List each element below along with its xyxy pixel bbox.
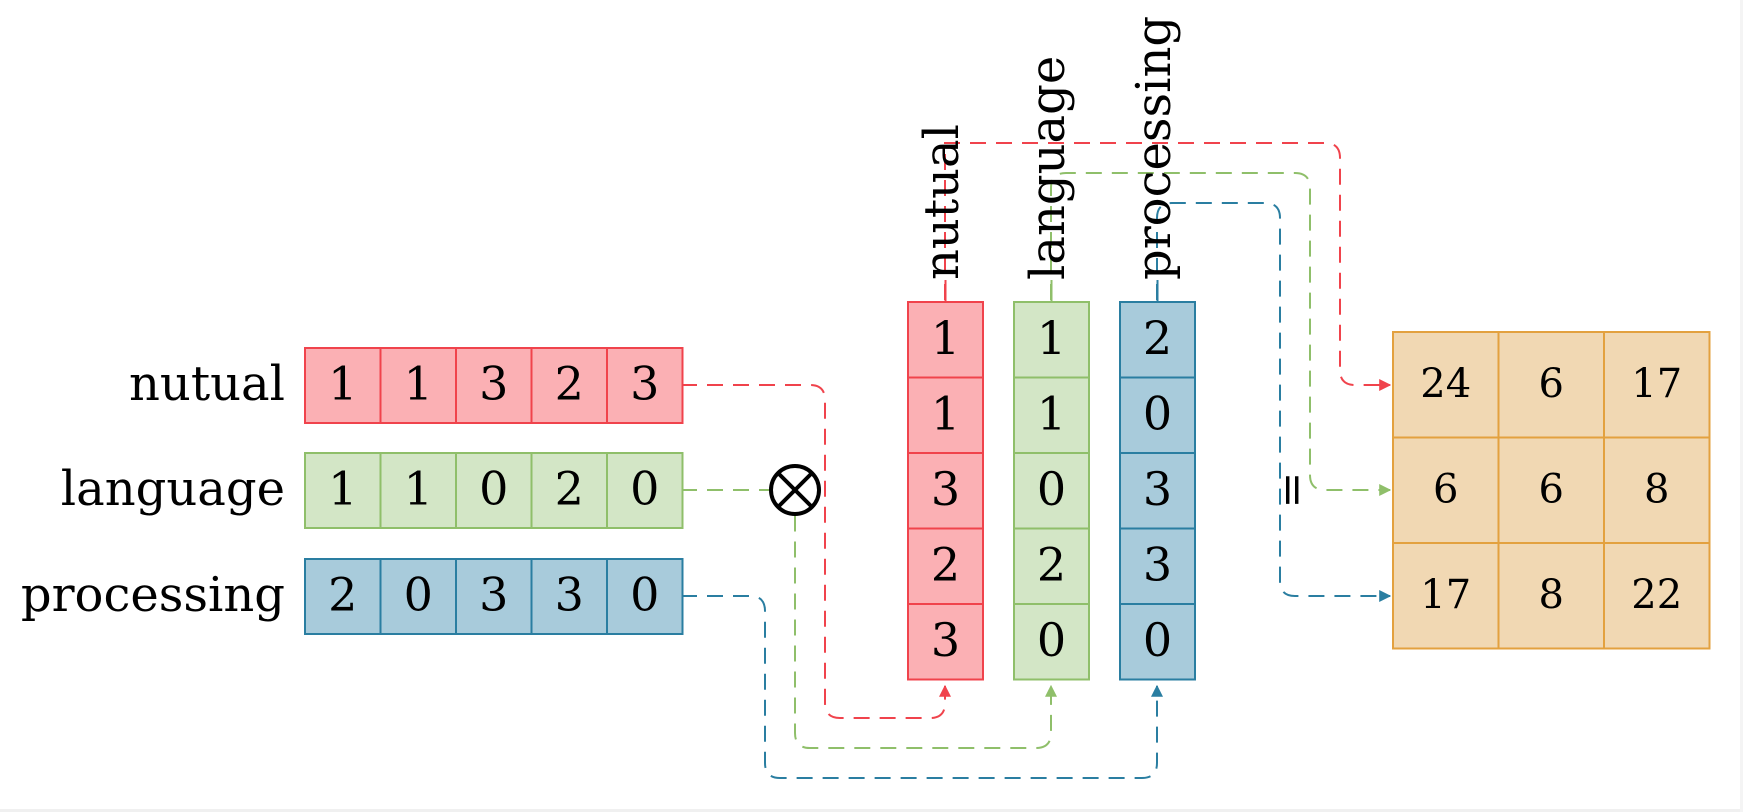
row-cell-value: 3: [555, 568, 584, 622]
column-cell: [1119, 603, 1196, 681]
row-cell: [455, 558, 533, 635]
column-cell-value: 3: [931, 462, 960, 516]
connector-column-nutual-to-result: [944, 142, 1392, 391]
column-cell: [907, 301, 984, 379]
column-cell-value: 3: [1143, 537, 1172, 591]
column-cell: [1119, 301, 1196, 379]
column-cell-value: 2: [931, 537, 960, 591]
row-cell-value: 1: [328, 462, 357, 516]
result-cell-value: 24: [1420, 361, 1471, 407]
connector-row-nutual-to-column: [681, 384, 951, 719]
row-cell-value: 3: [479, 568, 508, 622]
connector-column-language-to-result: [1050, 172, 1392, 496]
column-label: processing: [1126, 16, 1182, 280]
column-label: language: [1020, 56, 1076, 280]
result-cell: [1497, 542, 1605, 650]
column-cell: [907, 452, 984, 530]
result-cell: [1497, 331, 1605, 439]
row-cell: [455, 452, 533, 529]
column-vectors: nutual 1 1 3 2 3 language 1 1 0 2 0 processing 2 0 3 3 0: [907, 16, 1196, 681]
result-cell: [1603, 331, 1711, 439]
result-cell-value: 17: [1420, 572, 1471, 618]
column-cell-value: 1: [1037, 311, 1066, 365]
column-cell-value: 0: [1143, 386, 1172, 440]
column-vector-nutual: nutual 1 1 3 2 3: [907, 124, 984, 681]
row-cell-value: 2: [328, 568, 357, 622]
column-cell-value: 1: [1037, 386, 1066, 440]
connector-row-processing-to-column: [681, 595, 1163, 779]
result-matrix: 24 6 17 6 6 8 17 8 22: [1392, 331, 1711, 650]
column-cell-value: 0: [1143, 613, 1172, 667]
row-cell-value: 2: [555, 357, 584, 411]
row-cell: [379, 347, 457, 424]
row-cell-value: 0: [404, 568, 433, 622]
result-cell-value: 8: [1539, 572, 1564, 618]
row-label: processing: [21, 567, 285, 623]
column-vector-language: language 1 1 0 2 0: [1013, 56, 1090, 681]
result-cell: [1603, 542, 1711, 650]
row-cell: [304, 347, 382, 424]
column-cell: [907, 527, 984, 605]
result-cell: [1392, 436, 1500, 544]
operator-otimes: [769, 464, 821, 516]
column-cell-value: 0: [1037, 462, 1066, 516]
column-cell-value: 3: [931, 613, 960, 667]
column-cell-value: 3: [1143, 462, 1172, 516]
row-label: nutual: [129, 356, 285, 412]
row-cell-value: 1: [404, 462, 433, 516]
row-cell-value: 1: [404, 357, 433, 411]
column-cell-value: 1: [931, 311, 960, 365]
row-cell-value: 1: [328, 357, 357, 411]
bottom-border: [0, 809, 1743, 812]
connector-row-language-to-column: [681, 489, 1057, 749]
row-cell: [379, 452, 457, 529]
row-cell: [530, 347, 608, 424]
result-cell: [1392, 331, 1500, 439]
row-cell: [379, 558, 457, 635]
row-label: language: [61, 461, 285, 517]
column-cell: [907, 376, 984, 454]
result-cell-value: 6: [1539, 361, 1564, 407]
row-cell-value: 0: [630, 462, 659, 516]
row-cell: [304, 452, 382, 529]
column-cell-value: 2: [1143, 311, 1172, 365]
result-cell: [1392, 542, 1500, 650]
column-cell: [1013, 376, 1090, 454]
result-cell-value: 6: [1539, 466, 1564, 512]
row-cell-value: 2: [555, 462, 584, 516]
connector-column-processing-to-result: [1156, 202, 1392, 602]
result-cell-value: 22: [1631, 572, 1682, 618]
column-cell-value: 1: [931, 386, 960, 440]
row-cell-value: 3: [479, 357, 508, 411]
row-cell-value: 0: [479, 462, 508, 516]
column-cell: [1119, 452, 1196, 530]
equals-symbol: =: [1268, 472, 1319, 509]
right-border: [1740, 0, 1743, 812]
column-cell-value: 2: [1037, 537, 1066, 591]
result-cell-value: 6: [1433, 466, 1458, 512]
result-cell-value: 17: [1631, 361, 1682, 407]
row-cell: [606, 558, 684, 635]
result-cell-value: 8: [1644, 466, 1669, 512]
row-cell: [606, 347, 684, 424]
column-cell-value: 0: [1037, 613, 1066, 667]
column-vector-processing: processing 2 0 3 3 0: [1119, 16, 1196, 681]
row-cell: [606, 452, 684, 529]
row-cell: [304, 558, 382, 635]
column-cell: [907, 603, 984, 681]
column-label: nutual: [914, 124, 970, 280]
row-cell: [530, 452, 608, 529]
row-cell-value: 3: [630, 357, 659, 411]
column-cell: [1013, 603, 1090, 681]
row-cell-value: 0: [630, 568, 659, 622]
